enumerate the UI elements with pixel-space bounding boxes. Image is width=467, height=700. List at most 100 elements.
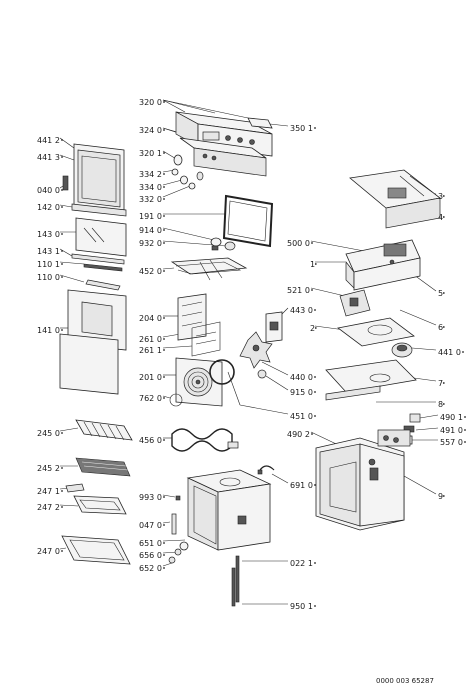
part-label: 441 0 bbox=[438, 348, 461, 357]
leader-dot bbox=[314, 309, 316, 311]
part-label: 451 0 bbox=[290, 412, 313, 421]
leader-dot bbox=[314, 327, 317, 329]
leader-dot bbox=[61, 263, 63, 265]
part-label: 8 bbox=[438, 400, 443, 409]
part-label: 324 0 bbox=[139, 126, 162, 135]
leader-dot bbox=[314, 484, 316, 486]
leader-dot bbox=[314, 127, 316, 129]
leader-dot bbox=[61, 250, 63, 252]
leader-dot bbox=[442, 195, 445, 197]
leader-dot bbox=[163, 554, 165, 556]
control-module-part bbox=[345, 239, 421, 291]
side-rails-part bbox=[177, 293, 221, 357]
leader-dot bbox=[163, 496, 165, 498]
part-label: 490 2 bbox=[287, 430, 310, 439]
part-label: 441 2 bbox=[37, 136, 60, 145]
part-label: 110 0 bbox=[37, 273, 60, 282]
part-label: 1 bbox=[310, 260, 315, 269]
part-label: 452 0 bbox=[139, 267, 162, 276]
part-label: 141 0 bbox=[37, 326, 60, 335]
part-label: 350 1 bbox=[290, 124, 313, 133]
part-label: 914 0 bbox=[139, 226, 162, 235]
leader-dot bbox=[311, 289, 313, 291]
leader-dot bbox=[442, 382, 445, 384]
part-label: 143 1 bbox=[37, 247, 60, 256]
part-label: 456 0 bbox=[139, 436, 162, 445]
part-label: 245 0 bbox=[37, 429, 60, 438]
leader-dot bbox=[314, 263, 317, 265]
part-label: 521 0 bbox=[287, 286, 310, 295]
leader-dot bbox=[163, 317, 165, 319]
leader-dot bbox=[163, 524, 165, 526]
part-label: 441 3 bbox=[37, 153, 60, 162]
part-label: 332 0 bbox=[139, 195, 162, 204]
part-label: 191 0 bbox=[139, 212, 162, 221]
leader-dot bbox=[442, 403, 445, 405]
hinge-strips-part bbox=[71, 253, 125, 291]
bracket-part bbox=[257, 465, 275, 475]
leader-dot bbox=[311, 242, 313, 244]
part-label: 6 bbox=[438, 323, 443, 332]
leader-dot bbox=[61, 329, 63, 331]
part-label: 247 2 bbox=[37, 503, 60, 512]
handle-part bbox=[71, 203, 127, 217]
part-label: 7 bbox=[438, 379, 443, 388]
bottom-plate-part bbox=[325, 359, 417, 401]
glass-panel-part bbox=[75, 217, 127, 257]
bottom-element-part bbox=[171, 428, 239, 452]
wire-shelf-part bbox=[75, 419, 133, 441]
leader-dot bbox=[464, 416, 466, 418]
inner-door-part bbox=[59, 289, 127, 395]
inner-tray-part bbox=[337, 317, 415, 347]
leader-dot bbox=[314, 391, 316, 393]
leader-dot bbox=[442, 326, 445, 328]
lamp-part bbox=[210, 237, 236, 251]
part-label: 143 0 bbox=[37, 230, 60, 239]
leader-dot bbox=[163, 397, 165, 399]
leader-dot bbox=[61, 432, 63, 434]
part-label: 022 1 bbox=[290, 559, 313, 568]
baking-tray-part bbox=[73, 495, 127, 515]
control-panel-part bbox=[175, 111, 273, 177]
part-label: 491 0 bbox=[440, 426, 463, 435]
part-label: 261 0 bbox=[139, 335, 162, 344]
leader-dot bbox=[163, 129, 165, 131]
leader-dot bbox=[61, 206, 63, 208]
leader-dot bbox=[61, 276, 63, 278]
part-label: 201 0 bbox=[139, 373, 162, 382]
leader-dot bbox=[464, 441, 466, 443]
leader-dot bbox=[163, 101, 165, 103]
part-label: 204 0 bbox=[139, 314, 162, 323]
part-label: 443 0 bbox=[290, 306, 313, 315]
rods-part bbox=[231, 555, 240, 607]
knobs-part bbox=[171, 154, 204, 190]
leader-dot bbox=[163, 376, 165, 378]
leader-dot bbox=[314, 415, 316, 417]
part-label: 110 1 bbox=[37, 260, 60, 269]
part-label: 320 0 bbox=[139, 98, 162, 107]
leader-dot bbox=[61, 467, 63, 469]
part-label: 247 0 bbox=[37, 547, 60, 556]
part-label: 5 bbox=[438, 289, 443, 298]
part-label: 047 0 bbox=[139, 521, 162, 530]
top-cover-part bbox=[349, 169, 441, 229]
leader-dot bbox=[314, 376, 316, 378]
part-label: 9 bbox=[438, 492, 443, 501]
leader-dot bbox=[163, 349, 165, 351]
leader-dot bbox=[61, 233, 63, 235]
part-label: 3 bbox=[438, 192, 443, 201]
part-label: 4 bbox=[438, 213, 443, 222]
outer-casing-part bbox=[315, 429, 411, 531]
part-label: 932 0 bbox=[139, 239, 162, 248]
leader-dot bbox=[314, 605, 316, 607]
circuit-board-part bbox=[339, 289, 371, 317]
part-label: 762 0 bbox=[139, 394, 162, 403]
leader-dot bbox=[61, 156, 63, 158]
oven-cavity-part bbox=[168, 469, 272, 564]
drip-tray-part bbox=[61, 535, 131, 565]
leader-dot bbox=[61, 189, 63, 191]
leader-dot bbox=[61, 506, 63, 508]
grill-rack-part bbox=[75, 457, 131, 477]
leader-dot bbox=[314, 562, 316, 564]
part-label: 245 2 bbox=[37, 464, 60, 473]
